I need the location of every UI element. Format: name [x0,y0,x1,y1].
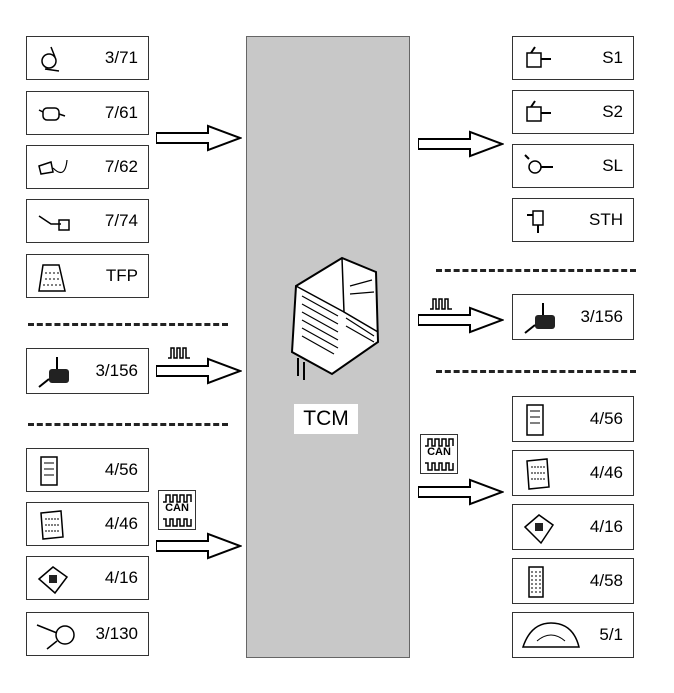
plate-icon [38,264,66,292]
input-box-7-61: 7/61 [26,91,149,135]
switch-module-icon [37,566,69,595]
tcm-label: TCM [294,404,358,434]
can-bus-icon-right: CAN [420,434,458,474]
input-label: 3/71 [104,48,138,67]
output-box-4-46: 4/46 [512,450,634,496]
steering-module-icon [36,624,75,650]
input-arrow-can [156,532,242,560]
input-label: 3/156 [95,361,138,380]
output-label: 3/156 [580,307,623,326]
input-label: 4/56 [104,460,138,479]
divider-line [436,370,636,373]
output-label: 4/16 [589,517,623,536]
input-arrow-sensors [156,124,242,152]
output-label: STH [589,210,623,229]
input-box-3-130: 3/130 [26,612,149,656]
output-box-4-58: 4/58 [512,558,634,604]
switch-module-icon [523,514,555,545]
input-box-7-62: 7/62 [26,145,149,189]
output-arrow-solenoids [418,130,504,158]
gear-selector-icon [38,357,69,388]
output-label: 5/1 [599,625,623,644]
output-box-4-16: 4/16 [512,504,634,550]
output-box-4-56: 4/56 [512,396,634,442]
solenoid-icon [526,46,551,68]
output-box-5-1: 5/1 [512,612,634,658]
output-label: S1 [602,48,623,67]
control-module-icon [526,458,550,490]
output-box-s2: S2 [512,90,634,134]
tcm-module-icon [290,256,380,380]
output-arrow-selector [418,306,504,334]
output-box-3-156: 3/156 [512,294,634,340]
input-label: 7/62 [104,157,138,176]
output-label: S2 [602,102,623,121]
gear-selector-icon [524,303,555,334]
input-box-7-74: 7/74 [26,199,149,243]
input-box-3-156: 3/156 [26,348,149,394]
divider-line [28,323,228,326]
input-box-4-56: 4/56 [26,448,149,492]
output-label: 4/56 [589,409,623,428]
solenoid-icon [526,100,551,122]
divider-line [28,423,228,426]
output-label: 4/46 [589,463,623,482]
output-box-sth: STH [512,198,634,242]
output-label: SL [602,156,623,175]
input-label: TFP [105,266,138,285]
input-label: 3/130 [95,624,138,643]
sensor-icon [41,46,60,72]
input-arrow-selector [156,357,242,385]
can-bus-icon-left: CAN [158,490,196,530]
pwm-signal-icon [430,298,452,310]
input-box-4-46: 4/46 [26,502,149,546]
input-box-tfp: TFP [26,254,149,298]
output-label: 4/58 [589,571,623,590]
solenoid-icon [524,154,553,174]
input-box-4-16: 4/16 [26,556,149,600]
control-module-icon [528,566,544,598]
input-label: 7/74 [104,211,138,230]
input-box-3-71: 3/71 [26,36,149,80]
input-label: 4/46 [104,514,138,533]
control-module-icon [526,404,544,436]
divider-line [436,269,636,272]
pwm-signal-icon [168,347,190,359]
sensor-icon [38,215,70,231]
control-module-icon [40,510,64,540]
control-module-icon [40,456,58,486]
sensor-icon [38,107,66,121]
solenoid-icon [527,210,544,233]
input-label: 4/16 [104,568,138,587]
dashboard-icon [521,622,580,648]
output-box-s1: S1 [512,36,634,80]
output-arrow-can [418,478,504,506]
output-box-sl: SL [512,144,634,188]
sensor-icon [38,159,68,175]
input-label: 7/61 [104,103,138,122]
